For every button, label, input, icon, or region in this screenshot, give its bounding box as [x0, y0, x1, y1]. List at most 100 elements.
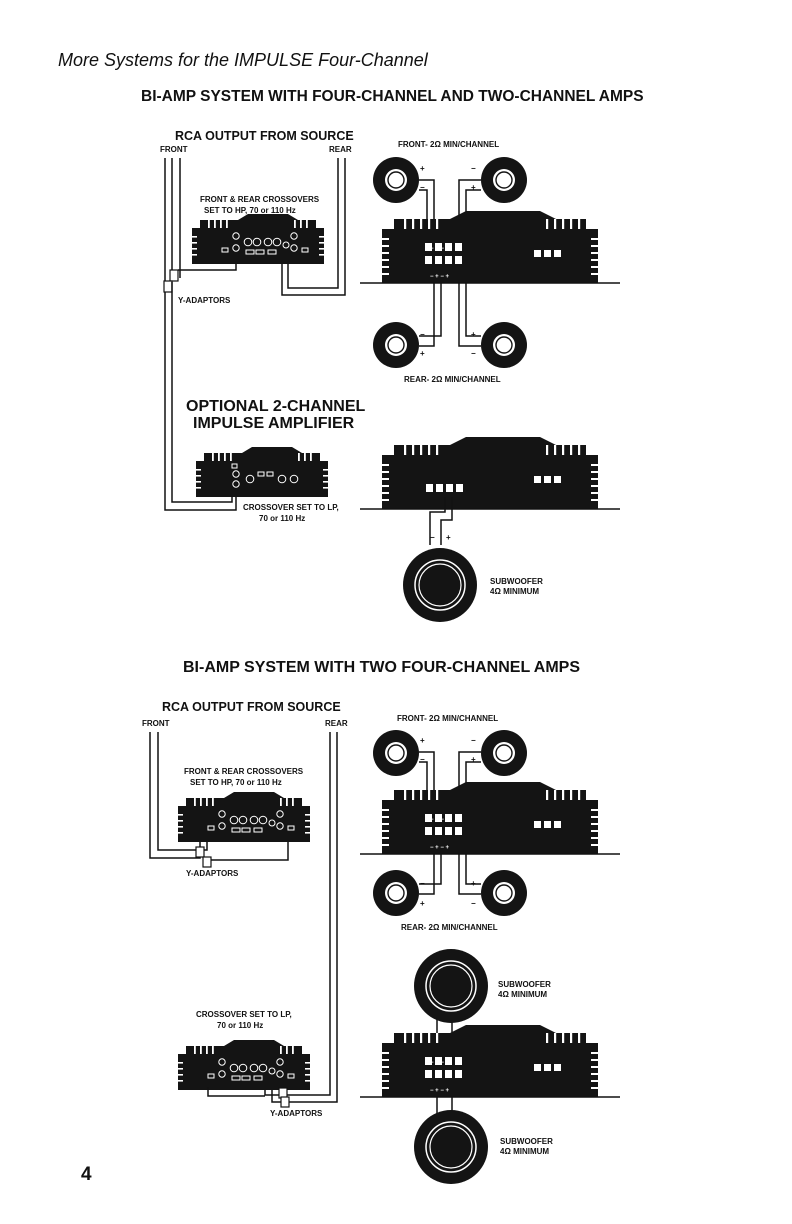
d2-wire-fl-b — [419, 761, 428, 803]
d2-front-label: FRONT — [142, 719, 170, 728]
svg-text:+: + — [471, 755, 476, 764]
d2-rear-left-speaker — [372, 869, 420, 917]
diagram1-title: BI-AMP SYSTEM WITH FOUR-CHANNEL AND TWO-… — [141, 88, 644, 105]
d1-four-channel-amp-top — [359, 210, 621, 284]
d1-optional-label-2: IMPULSE AMPLIFIER — [193, 415, 355, 432]
d1-rear-left-speaker — [372, 321, 420, 369]
d1-subwoofer — [402, 547, 478, 623]
d2-y-adaptor-top — [195, 846, 205, 858]
svg-text:− + − +: − + − + — [430, 246, 450, 252]
d1-rear-speakers-label: REAR- 2Ω MIN/CHANNEL — [404, 375, 501, 384]
d1-rear-right-speaker — [480, 321, 528, 369]
svg-text:+: + — [471, 879, 476, 888]
d2-lp-label-2: 70 or 110 Hz — [217, 1021, 263, 1030]
svg-text:−: − — [430, 533, 435, 542]
svg-text:−: − — [420, 755, 425, 764]
d2-wire-fl — [419, 751, 435, 803]
d1-rca-sub-cable — [171, 282, 233, 503]
d2-y-link-top — [207, 838, 289, 861]
d1-wire-rr-b — [465, 283, 481, 337]
d1-rca-rear-cable — [287, 158, 339, 289]
d2-rca-front-cable-b — [157, 732, 208, 851]
svg-text:+: + — [471, 183, 476, 192]
d1-sub-label-1: SUBWOOFER — [490, 577, 543, 586]
d2-rca-rear-cable — [264, 732, 331, 1096]
d1-crossover-label-1: FRONT & REAR CROSSOVERS — [200, 195, 320, 204]
d1-wire-fl — [419, 179, 435, 232]
svg-text:+: + — [420, 349, 425, 358]
svg-text:+: + — [446, 533, 451, 542]
d1-four-channel-amp-front — [192, 214, 324, 264]
d2-sub1-label-1: SUBWOOFER — [498, 980, 551, 989]
d1-front-left-speaker — [372, 156, 420, 204]
d2-wire-rl — [419, 854, 435, 895]
diagram2: RCA OUTPUT FROM SOURCE FRONT REAR Y-ADAP… — [142, 700, 621, 1185]
d1-rear-label: REAR — [329, 145, 352, 154]
svg-text:− + − +: − + − + — [430, 845, 450, 851]
svg-text:−: − — [420, 879, 425, 888]
d2-subwoofer-top — [413, 948, 489, 1024]
d1-wire-rr — [458, 283, 481, 347]
d2-wire-rr — [458, 854, 481, 895]
svg-text:− + − +: − + − + — [430, 1060, 450, 1066]
d1-rca-rear-cable-b — [281, 158, 346, 296]
d1-front-speakers-label: FRONT- 2Ω MIN/CHANNEL — [398, 140, 499, 149]
d2-subwoofer-bottom — [413, 1109, 489, 1185]
d1-rca-long-cable — [164, 158, 237, 511]
d1-y-adaptor-2 — [163, 280, 173, 293]
d1-lp-label-2: 70 or 110 Hz — [259, 514, 305, 523]
d1-two-channel-amp-top — [359, 436, 621, 510]
diagram2-title: BI-AMP SYSTEM WITH TWO FOUR-CHANNEL AMPS — [183, 659, 581, 676]
d1-wire-sub-neg — [429, 497, 446, 545]
d2-y-adaptor-top-2 — [202, 856, 212, 868]
svg-text:+: + — [420, 164, 425, 173]
svg-text:+: + — [420, 736, 425, 745]
d2-y-link-bottom — [207, 1087, 265, 1097]
d2-front-amp-face — [178, 792, 310, 842]
svg-text:− + − +: − + − + — [430, 1088, 450, 1094]
d2-front-left-speaker — [372, 729, 420, 777]
d2-rca-rear-cable-b — [271, 732, 338, 1103]
d1-two-channel-amp-front — [196, 447, 328, 497]
svg-text:+: + — [420, 899, 425, 908]
d1-y-adaptor — [169, 269, 179, 282]
d2-wire-rr-b — [465, 854, 481, 885]
svg-text:− + − +: − + − + — [430, 274, 450, 280]
d1-optional-label-1: OPTIONAL 2-CHANNEL — [186, 398, 365, 415]
d2-rear-speakers-label: REAR- 2Ω MIN/CHANNEL — [401, 923, 498, 932]
svg-text:−: − — [420, 330, 425, 339]
svg-text:−: − — [471, 899, 476, 908]
d2-crossover-label-2: SET TO HP, 70 or 110 Hz — [190, 778, 282, 787]
d2-front-right-speaker — [480, 729, 528, 777]
d2-rca-label: RCA OUTPUT FROM SOURCE — [162, 700, 341, 714]
d2-lp-label-1: CROSSOVER SET TO LP, — [196, 1010, 292, 1019]
page-number: 4 — [81, 1164, 92, 1185]
d2-sub2-label-2: 4Ω MINIMUM — [500, 1147, 549, 1156]
d2-crossover-label-1: FRONT & REAR CROSSOVERS — [184, 767, 304, 776]
d1-front-label: FRONT — [160, 145, 188, 154]
d1-lp-label-1: CROSSOVER SET TO LP, — [243, 503, 339, 512]
svg-text:−: − — [471, 349, 476, 358]
d1-wire-rl-b — [419, 283, 442, 337]
page-title: More Systems for the IMPULSE Four-Channe… — [58, 50, 428, 70]
d1-rca-label: RCA OUTPUT FROM SOURCE — [175, 129, 354, 143]
d2-front-amp-top — [359, 781, 621, 855]
d1-wire-rl — [419, 283, 435, 347]
d2-rear-label: REAR — [325, 719, 348, 728]
d1-front-right-speaker — [480, 156, 528, 204]
d2-sub2-label-1: SUBWOOFER — [500, 1137, 553, 1146]
diagram1: RCA OUTPUT FROM SOURCE FRONT REAR Y-ADAP… — [160, 129, 621, 623]
d2-y-adaptors-bottom-label: Y-ADAPTORS — [270, 1109, 323, 1118]
d2-wire-rl-b — [419, 854, 442, 885]
d1-wire-fl-b — [419, 189, 428, 232]
d1-y-adaptors-label: Y-ADAPTORS — [178, 296, 231, 305]
svg-text:−: − — [471, 164, 476, 173]
d2-front-speakers-label: FRONT- 2Ω MIN/CHANNEL — [397, 714, 498, 723]
svg-text:+: + — [471, 330, 476, 339]
d1-wire-sub-pos — [440, 497, 453, 545]
d2-sub-amp-face — [178, 1040, 310, 1090]
d1-crossover-label-2: SET TO HP, 70 or 110 Hz — [204, 206, 296, 215]
d2-sub1-label-2: 4Ω MINIMUM — [498, 990, 547, 999]
